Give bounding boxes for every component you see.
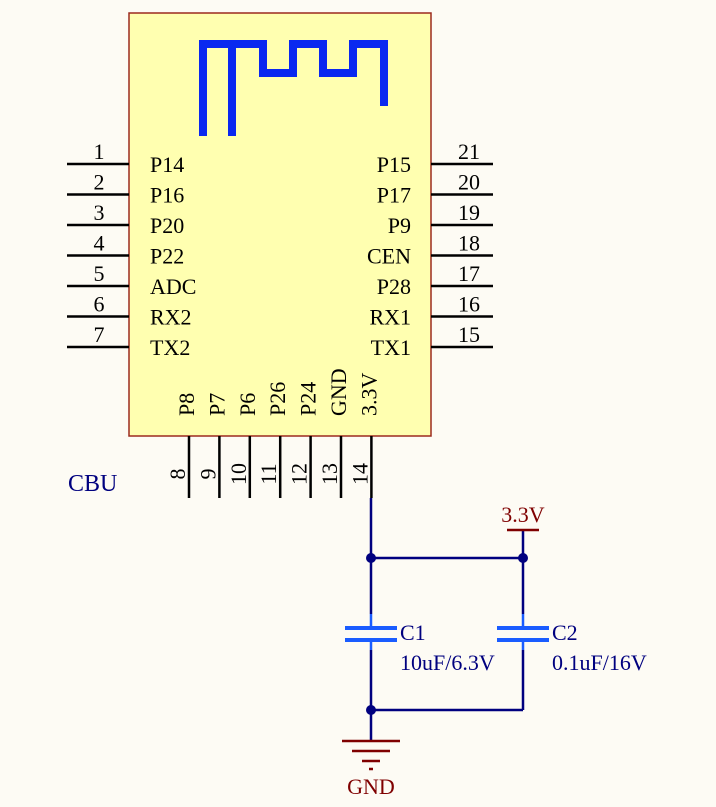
power-port-3v3[interactable]: 3.3V bbox=[501, 502, 545, 532]
pin-number: 9 bbox=[195, 469, 220, 480]
capacitor-c2[interactable]: C2 0.1uF/16V bbox=[497, 614, 647, 675]
pin-number: 6 bbox=[94, 292, 105, 317]
pin-name: P9 bbox=[388, 213, 411, 238]
junction-dot bbox=[366, 553, 376, 563]
pin-number: 2 bbox=[94, 170, 105, 195]
pin-number: 12 bbox=[287, 463, 312, 485]
pin-number: 11 bbox=[256, 463, 281, 484]
capacitor-c1[interactable]: C1 10uF/6.3V bbox=[345, 614, 495, 675]
ground-port[interactable]: GND bbox=[342, 739, 400, 799]
bottom-pin-group: 8 P8 9 P7 10 P6 11 P26 12 P24 13 GND 14 3.3V bbox=[165, 368, 381, 498]
pin-name: P20 bbox=[150, 213, 184, 238]
pin-number: 15 bbox=[458, 322, 480, 347]
antenna-trace-left bbox=[199, 40, 236, 136]
c1-value: 10uF/6.3V bbox=[400, 650, 495, 675]
power-port-label: 3.3V bbox=[501, 502, 545, 527]
pin-name: RX2 bbox=[150, 305, 192, 330]
antenna-trace-meander bbox=[228, 40, 388, 106]
pin-name: P22 bbox=[150, 244, 184, 269]
pin-number: 20 bbox=[458, 170, 480, 195]
pin-name: TX2 bbox=[150, 335, 190, 360]
pin-name: 3.3V bbox=[356, 373, 381, 417]
pin-number: 16 bbox=[458, 292, 480, 317]
pin-number: 7 bbox=[94, 322, 105, 347]
pin-name: P28 bbox=[377, 274, 411, 299]
pin-number: 19 bbox=[458, 200, 480, 225]
pin-number: 21 bbox=[458, 139, 480, 164]
junction-dot bbox=[366, 705, 376, 715]
module-designator: CBU bbox=[68, 471, 117, 497]
pin-name: P8 bbox=[174, 393, 199, 416]
c1-ref: C1 bbox=[400, 620, 426, 645]
c2-value: 0.1uF/16V bbox=[552, 650, 647, 675]
pin-name: P14 bbox=[150, 152, 184, 177]
pin-name: P24 bbox=[296, 382, 321, 416]
pin-number: 17 bbox=[458, 261, 480, 286]
pin-name: TX1 bbox=[371, 335, 411, 360]
pin-number: 5 bbox=[94, 261, 105, 286]
pin-number: 8 bbox=[165, 469, 190, 480]
pin-name: P15 bbox=[377, 152, 411, 177]
pin-number: 18 bbox=[458, 231, 480, 256]
pin-name: GND bbox=[326, 368, 351, 416]
ground-port-label: GND bbox=[347, 774, 395, 799]
pin-name: P6 bbox=[235, 393, 260, 416]
pin-name: ADC bbox=[150, 274, 196, 299]
c2-ref: C2 bbox=[552, 620, 578, 645]
pin-name: RX1 bbox=[369, 305, 411, 330]
pin-number: 13 bbox=[317, 463, 342, 485]
pin-name: P7 bbox=[204, 393, 229, 416]
pin-name: CEN bbox=[367, 244, 411, 269]
pin-name: P26 bbox=[265, 382, 290, 416]
pin-number: 4 bbox=[94, 231, 105, 256]
pin-name: P17 bbox=[377, 183, 411, 208]
junction-dot bbox=[518, 553, 528, 563]
wires bbox=[369, 498, 525, 740]
pin-number: 14 bbox=[347, 463, 372, 485]
pin-name: P16 bbox=[150, 183, 184, 208]
pin-number: 10 bbox=[226, 463, 251, 485]
pin-number: 3 bbox=[94, 200, 105, 225]
pin-number: 1 bbox=[94, 139, 105, 164]
